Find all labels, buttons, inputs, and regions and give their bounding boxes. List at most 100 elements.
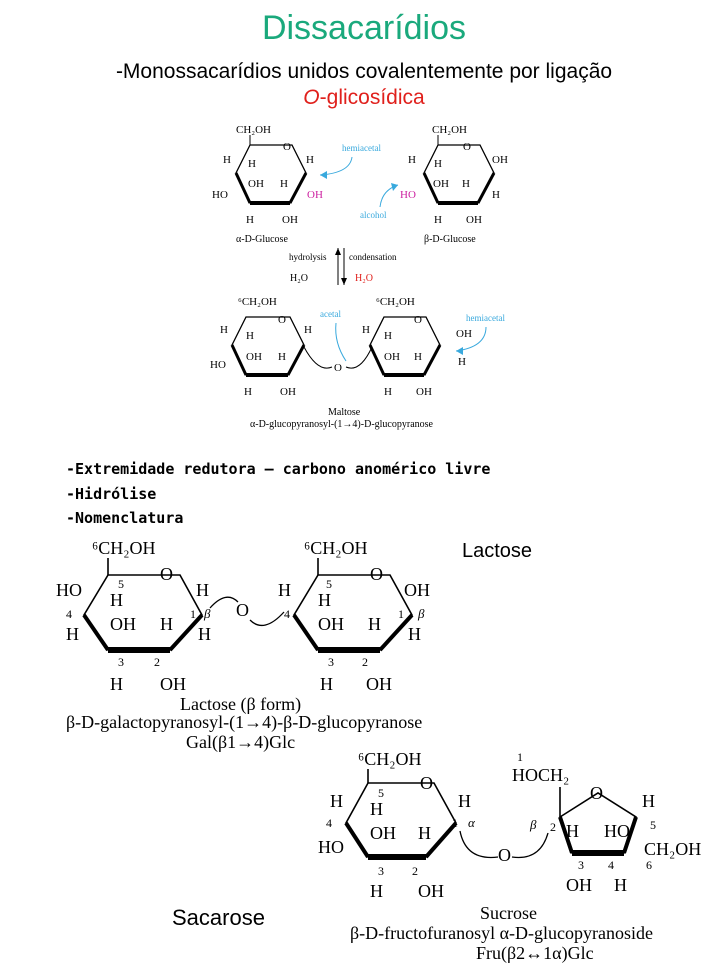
maltose-left-h3: H [244,386,252,398]
lac-glc-h2: H [368,614,381,634]
suc-fru-n6: 6 [646,858,652,872]
maltose-right-h3: H [384,386,392,398]
maltose-left-ring-o: O [278,314,286,326]
lac-gal-beta: β [203,606,211,621]
maltose-structure: ⁶CH₂OH O H H H HO OH H H OH O ⁶CH₂OH O H… [210,296,472,430]
alpha-glc-ring-o: O [283,141,291,153]
beta-glc-h1: H [492,189,500,201]
lac-gal-ho4: HO [56,580,82,600]
lac-glc-h4-top: H [278,580,291,600]
lac-glc-oh2: OH [366,674,392,694]
lac-gal-n5: 5 [118,577,124,591]
suc-fru-h5: H [642,791,655,811]
suc-fru-beta: β [529,817,537,832]
lac-glc-beta: β [417,606,425,621]
maltose-left-h5: H [220,324,228,336]
suc-glc-oh2: OH [418,881,444,901]
maltose-scheme: CH₂OH O H H H HO OH H OH H OH α-D-Glucos… [210,124,508,430]
suc-fru-h3: H [566,821,579,841]
lac-gal-oh3: OH [110,614,136,634]
suc-fru-n4: 4 [608,858,614,872]
beta-glc-h3: H [434,214,442,226]
maltose-right-h5: H [362,324,370,336]
lac-gal-ch2oh: ⁶CH₂OH [92,538,156,558]
suc-fru-oh3: OH [566,875,592,895]
suc-fru-ho4: HO [604,821,630,841]
lac-glc-h1: H [408,624,421,644]
lac-gal-oh2: OH [160,674,186,694]
subtitle: -Monossacarídios unidos covalentemente p… [115,60,613,83]
lac-gal-n4: 4 [66,607,72,621]
maltose-systematic-name: α-D-glucopyranosyl-(1→4)-D-glucopyranose [250,419,434,430]
maltose-left-h4: H [246,330,254,342]
maltose-left-h1: H [304,324,312,336]
maltose-right-ring-o: O [414,314,422,326]
water-right: H₂O [355,273,373,284]
alpha-glc-h3: H [246,214,254,226]
beta-glc-ch2oh: CH₂OH [432,124,467,136]
suc-fru-ch2oh: CH₂OH [644,839,701,859]
sucrose-caption-systematic: β-D-fructofuranosyl α-D-glucopyranoside [350,923,653,943]
bullet-hydrolysis: -Hidrólise [66,485,157,503]
suc-fru-n2: 2 [550,820,556,834]
alpha-glc-h4: H [248,158,256,170]
lac-glc-ch2oh: ⁶CH₂OH [304,538,368,558]
beta-glc-oh3: OH [433,178,449,190]
equilibrium-arrows: hydrolysis condensation H₂O H₂O [289,248,397,285]
maltose-right-ch2oh: ⁶CH₂OH [376,296,415,308]
maltose-name: Maltose [328,407,361,418]
suc-fru-n3: 3 [578,858,584,872]
maltose-left-ch2oh: ⁶CH₂OH [238,296,277,308]
suc-glc-oh3: OH [370,823,396,843]
lac-glc-ring-o: O [370,564,383,584]
maltose-left-ho4: HO [210,359,226,371]
maltose-bridge-o: O [334,362,342,374]
bullet-reducing-end: -Extremidade redutora – carbono anoméric… [66,460,491,478]
lac-glc-n4: 4 [284,607,290,621]
suc-glc-h2: H [418,823,431,843]
maltose-left-oh3: OH [246,351,262,363]
hemiacetal-label-top: hemiacetal [342,143,381,153]
suc-bridge-o: O [498,845,511,865]
lac-gal-h1-top: H [196,580,209,600]
lac-gal-n1: 1 [190,607,196,621]
suc-fru-n1: 1 [517,750,523,764]
lactose-label: Lactose [462,540,533,562]
maltose-right-h1: H [458,356,466,368]
maltose-right-h4: H [384,330,392,342]
lactose-caption-form: Lactose (β form) [180,694,301,715]
lac-gal-h5: H [110,590,123,610]
alpha-glc-ho4: HO [212,189,228,201]
lactose-caption-short: Gal(β1→4)Glc [186,732,295,753]
lac-gal-n3: 3 [118,655,124,669]
beta-glc-ring-o: O [463,141,471,153]
suc-glc-n2: 2 [412,864,418,878]
lac-glc-oh3: OH [318,614,344,634]
suc-glc-ring-o: O [420,773,433,793]
page-title: Dissacarídios [261,9,467,47]
suc-fru-ring-o: O [590,783,603,803]
alpha-glc-h2: H [280,178,288,190]
suc-glc-n4: 4 [326,816,332,830]
hydrolysis-label: hydrolysis [289,252,327,262]
alpha-glc-oh1: OH [307,189,323,201]
suc-glc-h4-top: H [330,791,343,811]
condensation-label: condensation [349,252,397,262]
alcohol-label: alcohol [360,210,387,220]
maltose-right-oh2: OH [416,386,432,398]
lac-glc-h3: H [320,674,333,694]
alpha-glc-h1: H [306,154,314,166]
sucrose-caption-short: Fru(β2↔1α)Glc [476,943,594,964]
lac-glc-n2: 2 [362,655,368,669]
beta-glc-oh1: OH [492,154,508,166]
lac-glc-h5: H [318,590,331,610]
lac-gal-n2: 2 [154,655,160,669]
lac-glc-oh1: OH [404,580,430,600]
alpha-glc-ch2oh: CH₂OH [236,124,271,136]
suc-fru-n5: 5 [650,818,656,832]
suc-fru-hoch2: HOCH₂ [512,765,569,785]
alpha-glucose-structure: CH₂OH O H H H HO OH H OH H OH α-D-Glucos… [212,124,323,245]
subtitle-o-italic: O [303,86,320,109]
lac-gal-h3: H [110,674,123,694]
lac-gal-h1: H [198,624,211,644]
